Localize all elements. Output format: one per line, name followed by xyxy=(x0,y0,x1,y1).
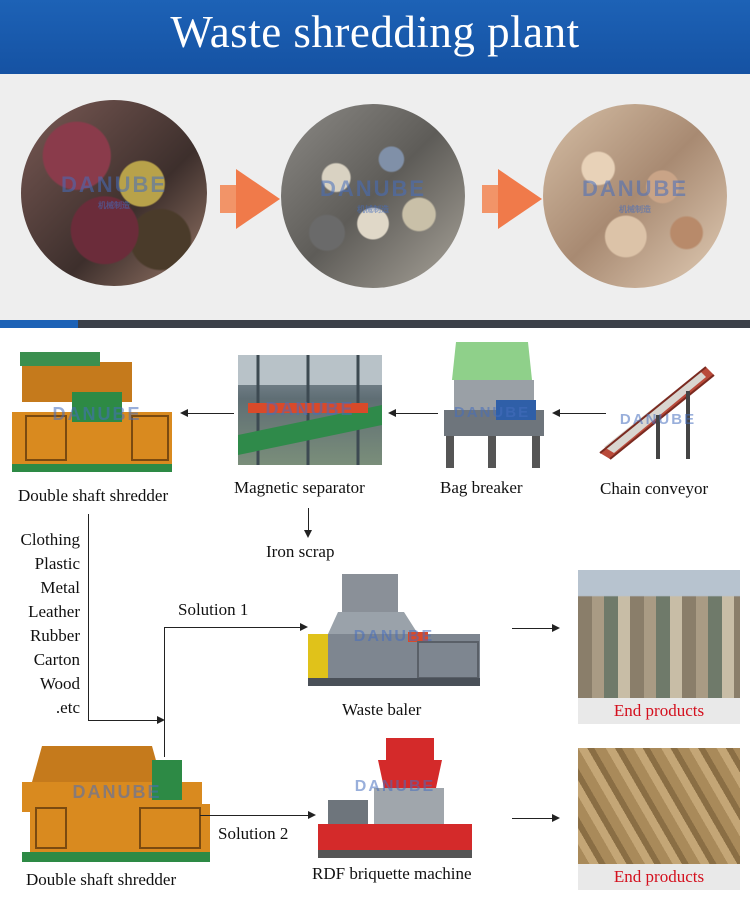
label-magnetic-separator: Magnetic separator xyxy=(234,478,365,497)
watermark-brand: DANUBE xyxy=(619,411,697,428)
shredded-waste-photo: DANUBE 机械制造 xyxy=(281,104,465,288)
watermark-brand: DANUBE xyxy=(354,778,436,795)
label-iron-scrap: Iron scrap xyxy=(266,542,335,561)
label-rdf-briquette-machine: RDF briquette machine xyxy=(312,864,472,883)
material-item: Wood xyxy=(39,674,80,693)
material-item: Leather xyxy=(28,602,80,621)
fine-shredded-photo: DANUBE 机械制造 xyxy=(543,104,727,288)
page-title: Waste shredding plant xyxy=(170,7,580,57)
flow-arrow-to-junction xyxy=(157,716,165,724)
raw-waste-photo: DANUBE 机械制造 xyxy=(21,100,207,286)
material-item: Plastic xyxy=(34,554,80,573)
rdf-briquette-machine-image: DANUBE xyxy=(318,738,472,862)
flow-line-shredder-down xyxy=(88,514,89,720)
flow-line-conveyor-to-breaker xyxy=(560,413,606,414)
stage-arrow-stem-2 xyxy=(482,185,502,213)
watermark-brand: DANUBE xyxy=(319,176,427,201)
stage-arrow-2 xyxy=(498,169,542,229)
watermark-sub: 机械制造 xyxy=(98,201,130,210)
baled-waste-photo xyxy=(578,570,740,698)
watermark-brand: DANUBE xyxy=(52,404,142,424)
flow-line-baler-to-products xyxy=(512,628,554,629)
divider-dark xyxy=(78,320,750,328)
flow-line-to-solution1 xyxy=(164,627,302,628)
flow-line-breaker-to-separator xyxy=(396,413,438,414)
material-item: Rubber xyxy=(29,626,80,645)
label-solution1: Solution 1 xyxy=(178,600,249,619)
label-bag-breaker: Bag breaker xyxy=(440,478,523,497)
material-item: Carton xyxy=(33,650,80,669)
chain-conveyor-image: DANUBE xyxy=(596,355,720,467)
label-waste-baler: Waste baler xyxy=(342,700,422,719)
stage-photo-strip: DANUBE 机械制造 DANUBE 机械制造 DANUBE 机械制造 xyxy=(0,74,750,320)
watermark-brand: DANUBE xyxy=(265,399,355,419)
material-item: .etc xyxy=(55,698,80,717)
label-double-shaft-shredder: Double shaft shredder xyxy=(18,486,169,505)
divider-blue xyxy=(0,320,78,328)
stage-arrow-stem-1 xyxy=(220,185,240,213)
flow-arrow-conveyor-to-breaker xyxy=(552,409,560,417)
flow-arrow-baler-to-products xyxy=(552,624,560,632)
watermark-sub: 机械制造 xyxy=(357,205,389,214)
flow-arrow-breaker-to-separator xyxy=(388,409,396,417)
watermark-brand: DANUBE xyxy=(453,404,531,421)
waste-baler-image: DANUBE xyxy=(308,572,480,690)
flow-arrow-to-baler xyxy=(300,623,308,631)
briquette-pellets-photo xyxy=(578,748,740,864)
magnetic-separator-image: DANUBE xyxy=(238,355,382,465)
flow-line-separator-to-shredder xyxy=(188,413,234,414)
watermark-brand: DANUBE xyxy=(60,172,168,197)
flow-arrow-briquette-to-products xyxy=(552,814,560,822)
watermark-sub: 机械制造 xyxy=(619,205,651,214)
title-banner: Waste shredding plant xyxy=(0,0,750,74)
watermark-brand: DANUBE xyxy=(581,176,689,201)
material-item: Metal xyxy=(40,578,80,597)
flow-line-junction-vertical xyxy=(164,627,165,757)
double-shaft-shredder-2-image: DANUBE xyxy=(22,742,212,866)
end-products-label-2: End products xyxy=(578,864,740,890)
flow-line-briquette-to-products xyxy=(512,818,554,819)
bag-breaker-image: DANUBE xyxy=(436,340,548,470)
label-double-shaft-shredder-2: Double shaft shredder xyxy=(26,870,177,889)
flow-line-shredder-right xyxy=(88,720,158,721)
flow-arrow-separator-to-shredder xyxy=(180,409,188,417)
label-solution2: Solution 2 xyxy=(218,824,289,843)
watermark-brand: DANUBE xyxy=(72,782,162,802)
material-item: Clothing xyxy=(20,530,80,549)
flow-arrow-to-briquette xyxy=(308,811,316,819)
end-products-label-1: End products xyxy=(578,698,740,724)
flow-line-to-solution2 xyxy=(200,815,310,816)
double-shaft-shredder-image: DANUBE xyxy=(12,352,182,478)
materials-list: Clothing Plastic Metal Leather Rubber Ca… xyxy=(8,528,80,720)
watermark-brand: DANUBE xyxy=(353,628,435,645)
stage-arrow-1 xyxy=(236,169,280,229)
flow-line-to-iron-scrap xyxy=(308,508,309,532)
flow-arrow-to-iron-scrap xyxy=(304,530,312,538)
label-chain-conveyor: Chain conveyor xyxy=(600,479,709,498)
